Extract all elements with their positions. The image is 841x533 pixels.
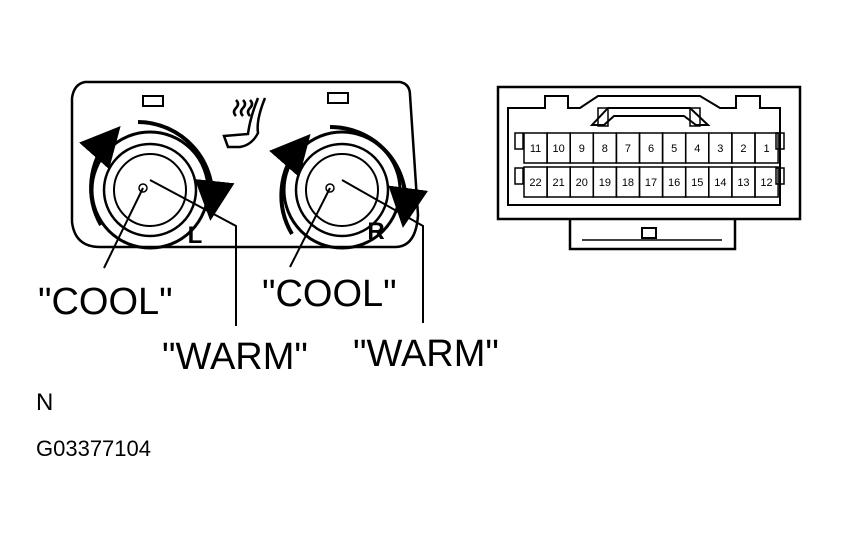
seat-heater-icon [222,97,267,149]
view-letter: N [36,389,54,416]
left-temperature-knob[interactable] [79,120,235,250]
connector-pin-number: 19 [599,177,611,189]
leader-lines [103,179,424,326]
right-cool-leader [289,187,331,268]
connector-pin-number: 15 [691,177,703,189]
connector-pin-number: 5 [671,143,677,155]
connector-cavity [507,95,781,206]
connector-housing [496,85,802,221]
connector-pin-number: 21 [553,177,565,189]
right-warm-leader [341,179,424,323]
connector-pin-number: 12 [760,177,772,189]
switch-body [70,80,420,249]
connector-pin-number: 20 [576,177,588,189]
connector-pin-number: 1 [763,143,769,155]
connector-pin-number: 6 [648,143,654,155]
connector-pin-number: 10 [553,143,565,155]
connector-pin-number: 4 [694,143,700,155]
connector-pin-number: 3 [717,143,723,155]
right-cool-label: "COOL" [262,273,397,315]
figure-code: G03377104 [36,436,151,461]
left-cool-label: "COOL" [38,281,173,323]
connector-pin-number: 22 [529,177,541,189]
connector-pin-number: 9 [579,143,585,155]
connector-pin-number: 2 [740,143,746,155]
left-warm-label: "WARM" [162,336,308,378]
right-indicator-lamp [327,92,349,104]
connector [496,85,802,251]
connector-pin-number: 14 [714,177,726,189]
connector-pin-number: 16 [668,177,680,189]
connector-pin-number: 18 [622,177,634,189]
left-indicator-lamp [142,95,164,107]
right-warm-label: "WARM" [353,333,499,375]
left-cool-leader [103,187,144,269]
left-warm-leader [149,179,237,326]
connector-pin-number: 8 [602,143,608,155]
connector-pin-number: 13 [737,177,749,189]
right-knob-letter: R [367,218,384,245]
connector-pin-number: 7 [625,143,631,155]
connector-pin-cell [754,132,779,164]
connector-pin-cell [754,166,779,198]
connector-latch-bottom [568,219,737,251]
left-knob-letter: L [188,222,203,249]
connector-pin-number: 11 [530,143,541,155]
right-temperature-knob[interactable] [269,124,429,250]
connector-pin-number: 17 [645,177,657,189]
